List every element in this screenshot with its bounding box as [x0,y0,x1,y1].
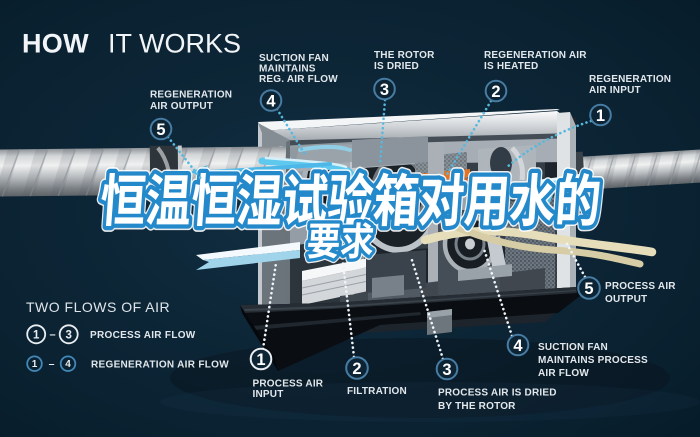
svg-text:MAINTAINS PROCESS: MAINTAINS PROCESS [538,355,648,366]
svg-text:BY THE ROTOR: BY THE ROTOR [438,401,516,412]
svg-text:4: 4 [513,337,523,355]
svg-text:TWO FLOWS OF AIR: TWO FLOWS OF AIR [26,299,170,315]
svg-text:4: 4 [65,359,71,370]
svg-text:OUTPUT: OUTPUT [605,294,647,305]
svg-text:HOW: HOW [22,29,89,59]
svg-text:3: 3 [380,81,389,99]
svg-text:5: 5 [584,280,593,298]
svg-text:REGENERATION: REGENERATION [589,74,671,85]
svg-text:SUCTION FAN: SUCTION FAN [259,53,329,64]
svg-text:MAINTAINS: MAINTAINS [259,64,316,75]
svg-text:4: 4 [266,92,276,110]
svg-text:INPUT: INPUT [253,389,284,400]
svg-text:SUCTION FAN: SUCTION FAN [538,342,608,353]
svg-text:1: 1 [596,107,605,125]
svg-text:PROCESS AIR FLOW: PROCESS AIR FLOW [90,330,196,341]
svg-text:PROCESS AIR: PROCESS AIR [605,281,676,292]
svg-text:2: 2 [491,83,500,101]
svg-text:1: 1 [32,359,38,370]
svg-text:–: – [49,358,55,370]
svg-text:–: – [49,329,55,341]
svg-text:3: 3 [65,329,71,341]
svg-text:5: 5 [156,121,165,139]
svg-text:3: 3 [442,361,451,379]
svg-text:IS DRIED: IS DRIED [374,61,419,72]
svg-text:IS HEATED: IS HEATED [484,61,538,72]
svg-text:REGENERATION: REGENERATION [150,90,232,101]
svg-text:IT WORKS: IT WORKS [108,29,241,59]
svg-text:AIR FLOW: AIR FLOW [538,368,589,379]
svg-text:REG. AIR FLOW: REG. AIR FLOW [259,74,338,85]
svg-text:PROCESS AIR: PROCESS AIR [253,379,324,390]
svg-text:REGENERATION AIR: REGENERATION AIR [484,50,587,61]
svg-text:1: 1 [256,351,265,369]
svg-text:2: 2 [352,360,361,378]
svg-text:PROCESS AIR IS DRIED: PROCESS AIR IS DRIED [438,388,557,399]
svg-text:THE ROTOR: THE ROTOR [374,50,435,61]
svg-text:REGENERATION AIR FLOW: REGENERATION AIR FLOW [91,360,229,371]
svg-text:AIR OUTPUT: AIR OUTPUT [150,101,213,112]
svg-text:FILTRATION: FILTRATION [347,386,407,397]
svg-text:1: 1 [33,329,40,341]
svg-text:AIR INPUT: AIR INPUT [589,85,641,96]
